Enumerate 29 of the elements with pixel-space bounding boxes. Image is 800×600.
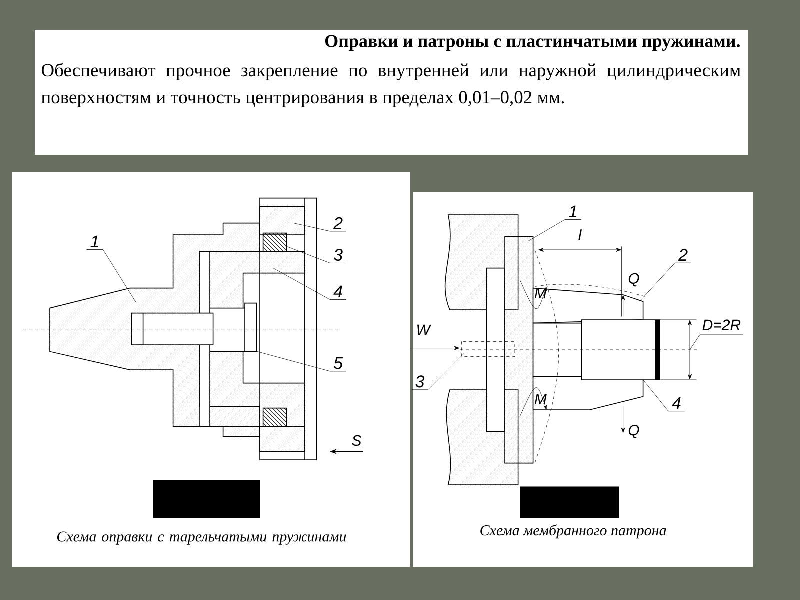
leader-line [286, 246, 347, 264]
callout-number: 3 [334, 248, 343, 262]
figure-caption: Схема мембранного патрона [480, 524, 666, 539]
dimension-label: D=2R [702, 320, 741, 330]
callout-number: 1 [569, 206, 577, 218]
mandrel-drawing [50, 198, 318, 460]
callout-number: 4 [334, 286, 342, 298]
force-label: Q [628, 273, 640, 287]
callout-number: 2 [678, 249, 688, 261]
callout-number: 3 [416, 376, 425, 388]
leader-line [642, 380, 686, 412]
dimension-label: l [578, 230, 582, 240]
figure-caption: Схема оправки с тарельчатыми пружинами [58, 532, 346, 545]
force-label: Q [628, 425, 640, 438]
callout-number: 2 [333, 217, 343, 230]
leader-line [292, 222, 347, 232]
heading: Оправки и патроны с пластинчатыми пружинами. [325, 35, 740, 51]
leader-line [272, 268, 347, 300]
paragraph: Обеспечивают прочное закрепление по внутренней или наружной цилиндрическим поверхностям и точность центрирования в пределах 0,01–0,02 мм. [42, 63, 741, 108]
callout-number: 4 [672, 397, 681, 410]
leader-line [640, 262, 692, 302]
force-label: M [534, 394, 547, 404]
force-label: S [352, 435, 362, 446]
callout-number: 1 [90, 236, 98, 248]
leader-line [412, 352, 465, 390]
leader-line [256, 351, 347, 372]
leader-line [528, 220, 582, 242]
callout-number: 5 [334, 357, 344, 370]
leader-line [86, 250, 137, 304]
